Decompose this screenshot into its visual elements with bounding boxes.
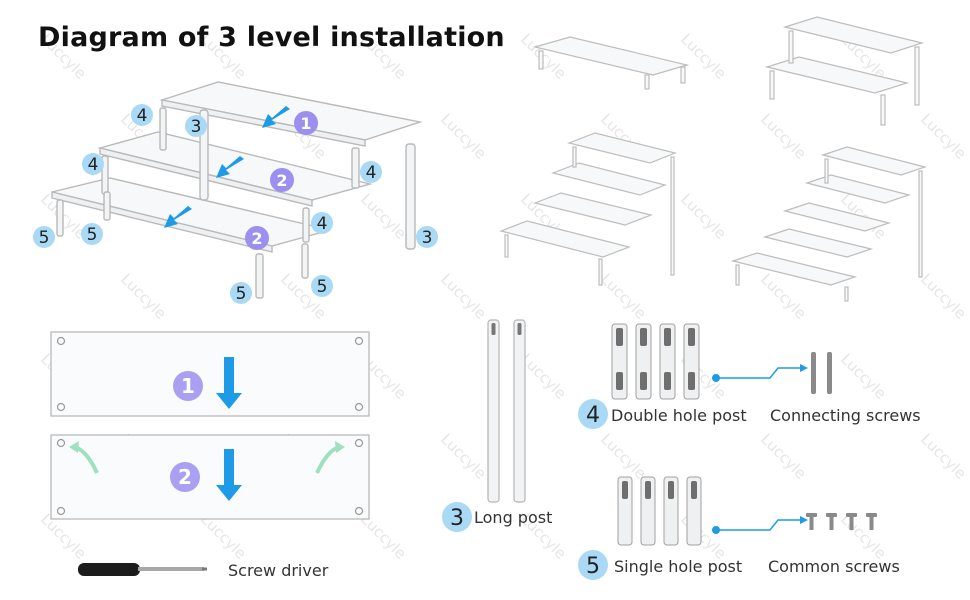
callout-5: 5 — [87, 225, 98, 245]
callout-4: 4 — [366, 163, 377, 183]
connecting-screws-icon — [811, 352, 832, 394]
step-2-badge — [170, 462, 200, 492]
screw-driver-label: Screw driver — [228, 561, 329, 580]
part-4-badge: 4 — [578, 399, 608, 429]
step-1-badge-label: 1 — [181, 374, 195, 398]
connecting-screws-label: Connecting screws — [770, 406, 921, 425]
step-badge-1 — [294, 111, 318, 135]
configuration-thumbnails — [499, 16, 928, 302]
callout-4: 4 — [88, 155, 99, 175]
double-hole-post-icon — [611, 323, 700, 400]
long-post-right — [405, 143, 416, 250]
config-2-tier — [764, 16, 925, 126]
step-badge-2-label: 2 — [276, 171, 287, 190]
long-post-icon — [487, 319, 526, 503]
config-5-tier — [730, 146, 928, 302]
installation-steps: 1 2 — [50, 331, 370, 520]
arrow-icon — [164, 206, 192, 228]
step-1-badge — [173, 371, 203, 401]
step-badge-2b-label: 2 — [251, 229, 262, 248]
callout-5: 5 — [39, 228, 50, 248]
double-hole-post-label: Double hole post — [611, 406, 747, 425]
callout-5: 5 — [317, 277, 328, 297]
step-badge-1-label: 1 — [300, 114, 311, 133]
watermark-text: Luccyle — [757, 430, 810, 483]
watermark-text: Luccyle — [917, 430, 970, 483]
single-hole-post-icon — [617, 476, 702, 546]
arrow-icon — [262, 106, 290, 128]
callout-5: 5 — [236, 284, 247, 304]
part-3-number: 3 — [450, 506, 464, 531]
connector-pointer — [712, 364, 808, 382]
step-2-badge-label: 2 — [178, 465, 192, 489]
common-screws-icon — [806, 513, 877, 530]
common-screws-label: Common screws — [768, 557, 900, 576]
part-5-badge: 5 — [578, 550, 608, 580]
part-3-badge: 3 — [442, 502, 472, 532]
step-badge-2 — [270, 168, 294, 192]
diagram-title: Diagram of 3 level installation — [38, 22, 505, 53]
callout-4: 4 — [137, 106, 148, 126]
down-arrow-icon — [216, 449, 242, 501]
long-post-label: Long post — [474, 508, 553, 527]
callout-4: 4 — [317, 214, 328, 234]
config-1-tier — [532, 36, 690, 90]
down-arrow-icon — [216, 357, 242, 409]
connector-pointer — [712, 516, 808, 534]
callout-3: 3 — [422, 228, 433, 248]
acrylic-panel-step-2 — [50, 434, 370, 520]
arrow-icon — [216, 156, 244, 178]
callout-3: 3 — [191, 117, 202, 137]
assembled-stand-illustration: 1 2 2 4 3 4 4 4 3 5 5 5 5 — [33, 81, 438, 304]
acrylic-panel-step-1 — [50, 331, 370, 417]
single-hole-post-label: Single hole post — [614, 557, 743, 576]
step-badge-2b — [245, 226, 269, 250]
config-4-tier — [499, 132, 677, 286]
part-5-number: 5 — [586, 554, 600, 579]
screwdriver-icon — [78, 563, 207, 576]
part-4-number: 4 — [586, 403, 600, 428]
watermark-text: Luccyle — [837, 350, 890, 403]
